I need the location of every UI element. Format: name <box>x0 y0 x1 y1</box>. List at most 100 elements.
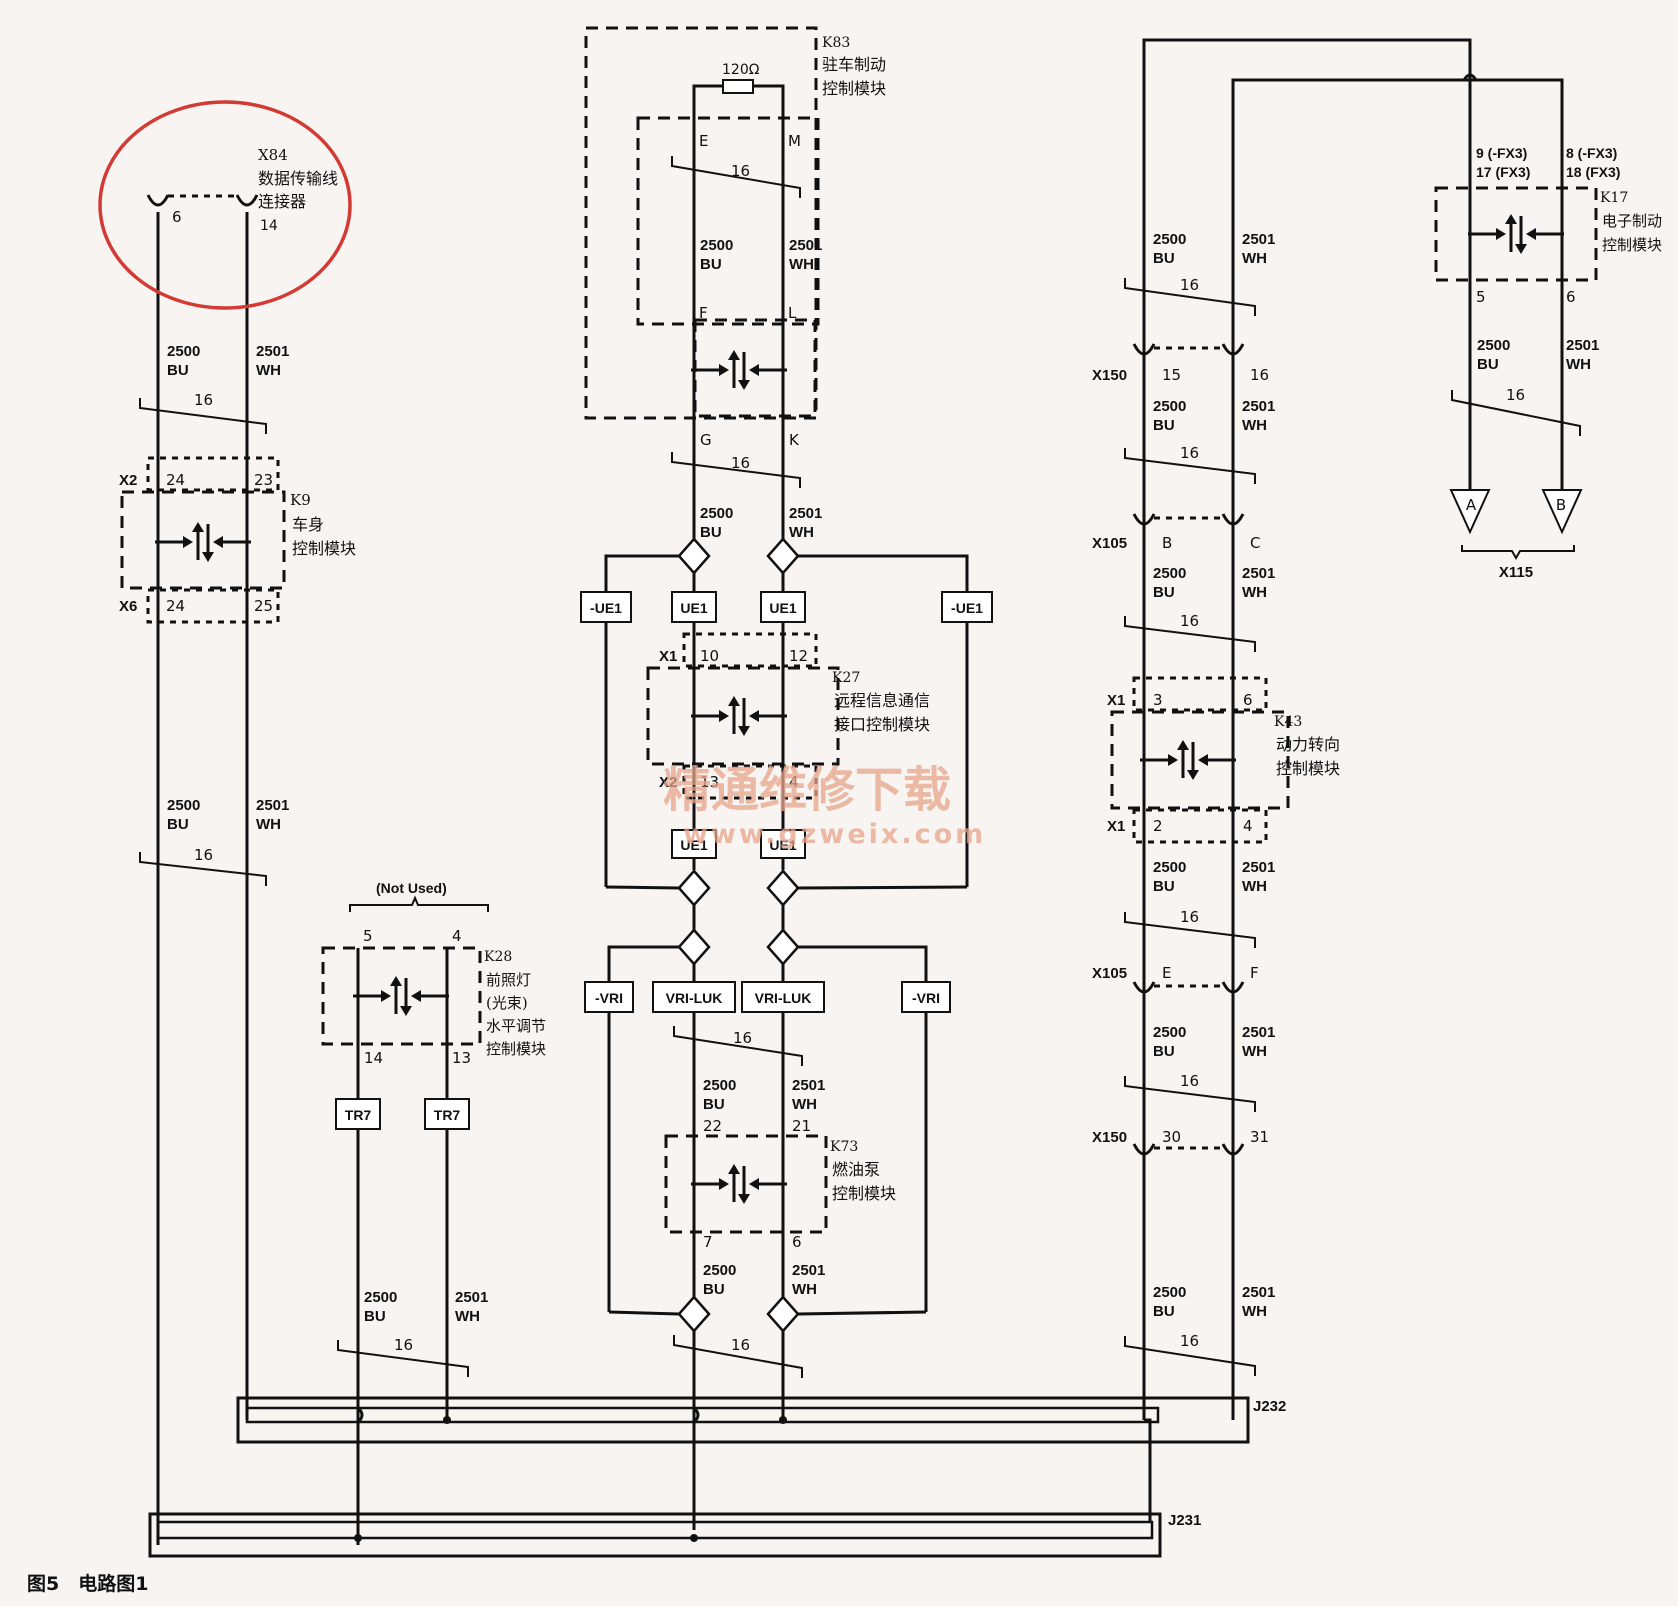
k17-opt-b2: 18 (FX3) <box>1566 164 1620 180</box>
j232-splice-inner <box>245 1406 1160 1424</box>
k28-nu-a: 5 <box>363 927 373 945</box>
k9-conn-bot: X6 <box>119 598 137 615</box>
k27-bot-b: 4 <box>789 773 799 791</box>
k83-inner-box <box>636 116 820 326</box>
wire-label: BU <box>167 816 189 833</box>
j231-label: J231 <box>1168 1512 1201 1529</box>
k27-bot-connector <box>682 764 818 800</box>
gauge-label: 16 <box>1506 386 1525 404</box>
x115-pin-triangle-b <box>1541 489 1583 535</box>
gauge-slash <box>1124 1076 1256 1112</box>
wire-label: BU <box>703 1281 725 1298</box>
k27-name-2: 接口控制模块 <box>834 715 930 734</box>
data-arrow-head <box>1496 228 1506 240</box>
wire-label: WH <box>1566 356 1591 373</box>
x105-top-b: C <box>1250 534 1260 552</box>
x84-pin-b: 14 <box>260 218 278 234</box>
x150-top-b: 16 <box>1250 366 1269 384</box>
option-box-vri-luk-b <box>741 981 825 1013</box>
option-ue1: UE1 <box>769 600 796 616</box>
option-vri-luk: VRI-LUK <box>666 990 723 1006</box>
x105-top-cup-b <box>1221 513 1245 526</box>
gauge-label: 16 <box>1180 444 1199 462</box>
wire-label: WH <box>789 256 814 273</box>
wire-label: WH <box>455 1308 480 1325</box>
k73-bot-a: 7 <box>703 1233 713 1251</box>
wire-label: BU <box>167 362 189 379</box>
option-box-not-vri-left <box>584 981 634 1013</box>
splice-diamond-bu-vri <box>677 928 711 966</box>
gauge-label: 16 <box>733 1029 752 1047</box>
wire-label: 2501 <box>1242 859 1275 876</box>
data-arrow-head <box>749 1178 759 1190</box>
k43-id: K43 <box>1274 714 1302 730</box>
wire-ue1-branch <box>798 554 969 592</box>
data-arrow-head <box>1515 244 1527 254</box>
wire-label: 2500 <box>364 1289 397 1306</box>
wire-label: 2500 <box>700 505 733 522</box>
gauge-label: 16 <box>1180 1332 1199 1350</box>
wire-hop <box>692 1406 700 1424</box>
gauge-label: 16 <box>1180 612 1199 630</box>
wire-label: 2500 <box>1477 337 1510 354</box>
data-arrow-head <box>719 1178 729 1190</box>
x115-pin-b: B <box>1556 496 1566 514</box>
wire-label: BU <box>1153 417 1175 434</box>
data-arrow-head <box>1505 214 1517 224</box>
option-box-ue1-a <box>671 591 717 623</box>
x150-bot-cup-a <box>1132 1143 1156 1156</box>
k73-bot-b: 6 <box>792 1233 802 1251</box>
gauge-slash <box>337 1340 469 1377</box>
gauge-label: 16 <box>731 1336 750 1354</box>
wire-label: WH <box>256 816 281 833</box>
gauge-slash <box>1124 448 1256 484</box>
wire-vri-join <box>797 1310 927 1316</box>
x150-bot-a: 30 <box>1162 1128 1181 1146</box>
k27-bot-a: 13 <box>700 773 719 791</box>
k43-bot-b: 4 <box>1243 817 1253 835</box>
k28-not-used: (Not Used) <box>376 880 447 896</box>
wire-crossover <box>1462 73 1478 81</box>
wire-ue1-join <box>605 885 680 890</box>
x105-bot-b: F <box>1250 964 1259 982</box>
k27-conn-bot: X2 <box>659 774 677 791</box>
data-arrow-head <box>738 380 750 390</box>
wire-wh-right <box>1231 78 1564 494</box>
k83-pin-k: K <box>789 431 800 449</box>
wire-label: BU <box>1153 250 1175 267</box>
x115-pin-triangle-a <box>1449 489 1491 535</box>
gauge-slash <box>671 452 801 488</box>
wire-label: 2501 <box>792 1262 825 1279</box>
k28-pin-a: 14 <box>364 1049 383 1067</box>
wire-label: BU <box>1153 878 1175 895</box>
splice-junction-dot <box>779 1416 787 1424</box>
k28-not-used-brace <box>349 895 489 912</box>
wire-label: 2501 <box>789 237 822 254</box>
data-arrow-head <box>738 1194 750 1204</box>
k17-pin-a: 5 <box>1476 288 1486 306</box>
k83-pin-g: G <box>700 431 712 449</box>
k27-top-a: 10 <box>700 647 719 665</box>
wire-label: 2500 <box>1153 859 1186 876</box>
k28-option-box-b <box>424 1098 470 1130</box>
option-ue1: UE1 <box>680 837 707 853</box>
k73-name-1: 燃油泵 <box>832 1160 880 1179</box>
k9-top-a: 24 <box>166 471 185 489</box>
wire-label: 2500 <box>167 797 200 814</box>
wire-label: 2501 <box>1242 1024 1275 1041</box>
k83-id: K83 <box>822 35 850 51</box>
k43-name-2: 控制模块 <box>1276 759 1340 778</box>
gauge-label: 16 <box>731 162 750 180</box>
data-arrow-head <box>728 696 740 706</box>
k83-module-outline <box>584 26 818 420</box>
splice-diamond-wh-top <box>766 537 800 575</box>
option-box-not-vri-right <box>901 981 951 1013</box>
k17-module-box <box>1434 186 1598 282</box>
k83-transceiver-box <box>693 318 817 418</box>
gauge-slash <box>1124 616 1256 652</box>
wire-bu-right-to-j231 <box>1144 1418 1152 1522</box>
k17-name-2: 控制模块 <box>1602 236 1662 254</box>
k17-pin-b: 6 <box>1566 288 1576 306</box>
wire-label: BU <box>364 1308 386 1325</box>
